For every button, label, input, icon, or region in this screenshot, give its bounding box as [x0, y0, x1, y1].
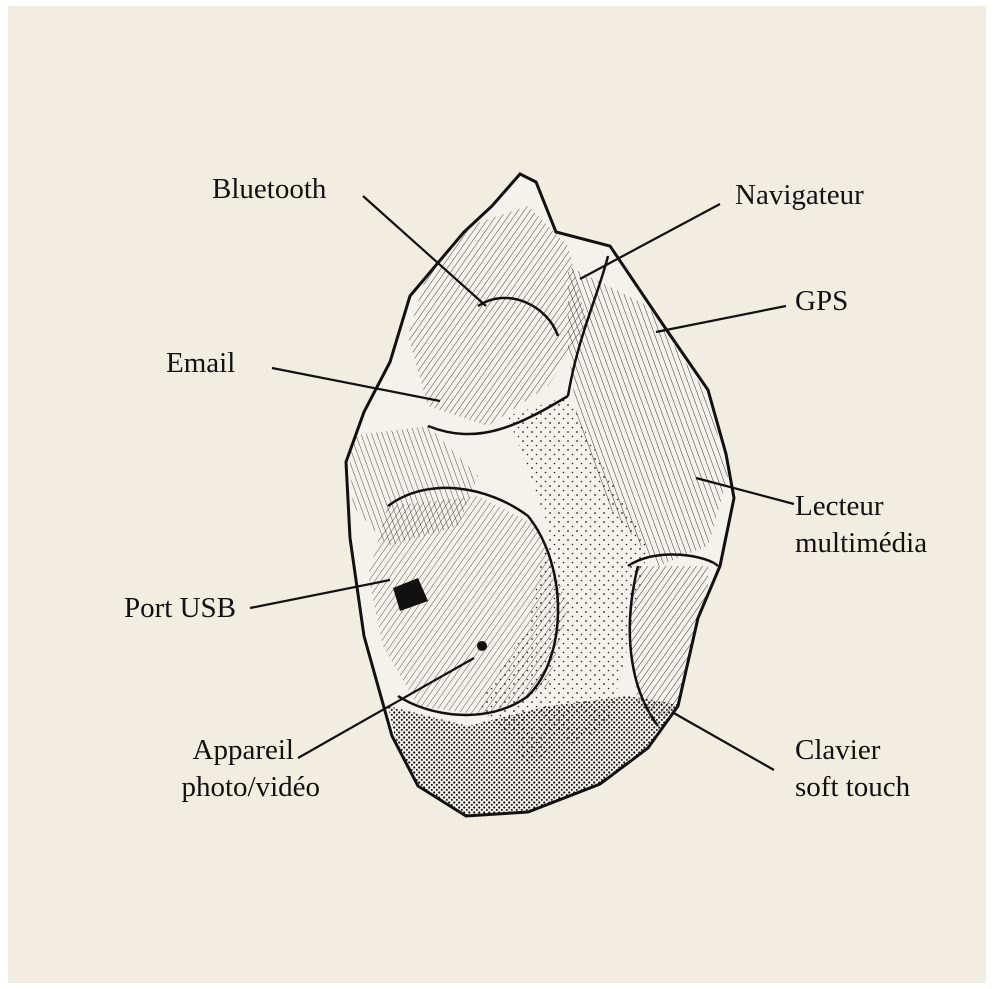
label-bluetooth: Bluetooth	[212, 172, 326, 206]
label-lecteur-line1: Lecteur	[795, 489, 884, 523]
label-email: Email	[166, 346, 235, 380]
label-clavier-line2: soft touch	[795, 770, 910, 804]
label-clavier-line1: Clavier	[795, 733, 880, 767]
label-port-usb: Port USB	[124, 591, 236, 625]
label-lecteur-line2: multimédia	[795, 526, 927, 560]
label-gps: GPS	[795, 284, 848, 318]
illustration-page: Bluetooth Navigateur GPS Email Lecteur m…	[8, 6, 986, 983]
label-appareil-line2: photo/vidéo	[108, 770, 320, 804]
label-appareil-line1: Appareil	[108, 733, 294, 767]
label-navigateur: Navigateur	[735, 178, 864, 212]
